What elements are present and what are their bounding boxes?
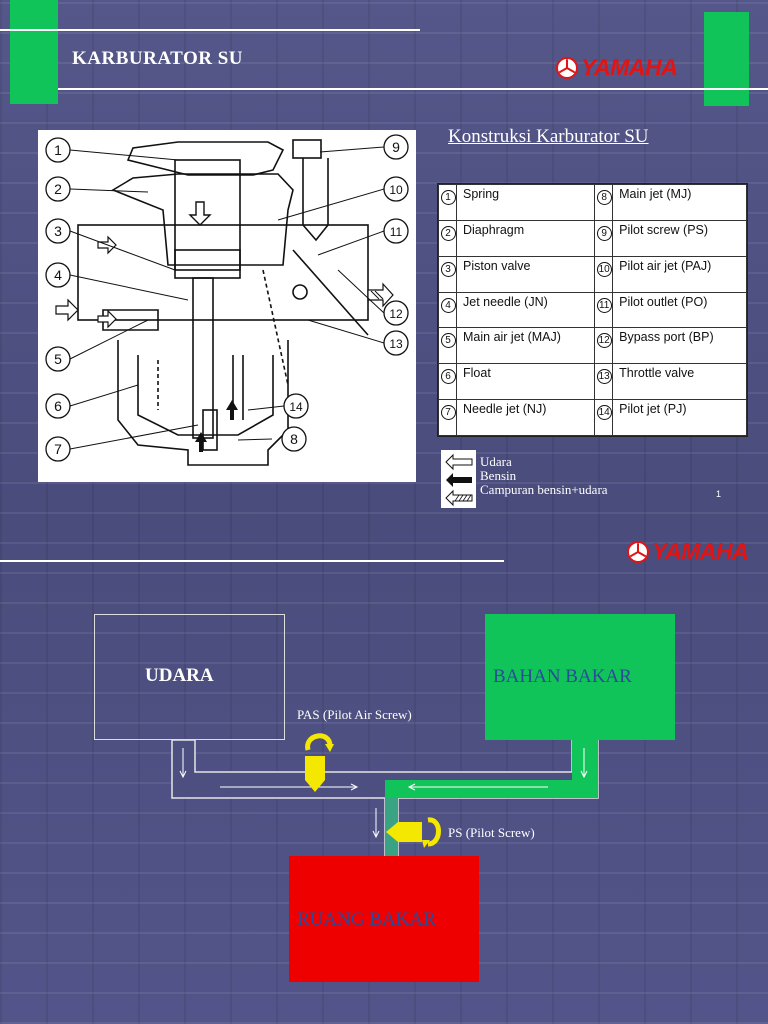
ruang-bakar-label: RUANG BAKAR bbox=[297, 909, 436, 930]
carburetor-diagram: 1 2 3 4 5 6 7 8 9 10 11 12 13 14 bbox=[38, 130, 416, 482]
part-number-badge: 1 bbox=[440, 190, 456, 205]
yamaha-brand: YAMAHA bbox=[556, 54, 678, 81]
part-label: Main air jet (MAJ) bbox=[455, 327, 596, 365]
callout-1: 1 bbox=[54, 142, 62, 158]
part-number-badge: 9 bbox=[596, 225, 612, 241]
part-number-badge: 14 bbox=[596, 405, 612, 421]
part-number-badge: 4 bbox=[440, 297, 456, 313]
callout-14: 14 bbox=[289, 400, 303, 414]
legend-fuel-label: Bensin bbox=[480, 468, 517, 483]
yamaha-wordmark: YAMAHA bbox=[581, 54, 678, 80]
part-number-badge: 7 bbox=[440, 405, 456, 421]
yamaha-tuning-fork-icon bbox=[627, 540, 649, 563]
pas-label: PAS (Pilot Air Screw) bbox=[297, 707, 412, 722]
part-number-badge: 6 bbox=[440, 369, 456, 385]
ruang-bakar-box: RUANG BAKAR bbox=[289, 856, 479, 982]
part-number-badge: 11 bbox=[596, 297, 612, 313]
callout-2: 2 bbox=[54, 181, 62, 197]
callout-3: 3 bbox=[54, 223, 62, 239]
title-bottom-rule bbox=[58, 88, 768, 90]
part-label: Pilot jet (PJ) bbox=[612, 399, 747, 436]
callout-11: 11 bbox=[390, 225, 403, 239]
yamaha-tuning-fork-icon bbox=[556, 56, 578, 79]
bahan-bakar-label: BAHAN BAKAR bbox=[493, 666, 632, 687]
callout-6: 6 bbox=[54, 398, 62, 414]
part-number-badge: 13 bbox=[596, 369, 612, 385]
part-label: Pilot air jet (PAJ) bbox=[612, 255, 747, 293]
part-number-cell: 11 bbox=[594, 291, 614, 329]
part-number-badge: 12 bbox=[596, 333, 612, 349]
flow-legend-icons bbox=[441, 450, 476, 508]
fuel-arrow-icon bbox=[446, 473, 472, 487]
callout-13: 13 bbox=[389, 337, 403, 351]
part-label: Bypass port (BP) bbox=[612, 327, 747, 365]
part-label: Pilot screw (PS) bbox=[612, 219, 747, 257]
part-number-cell: 10 bbox=[594, 255, 614, 293]
part-number-cell: 14 bbox=[594, 399, 614, 436]
yamaha-brand-slide2: YAMAHA bbox=[627, 538, 749, 565]
callout-9: 9 bbox=[392, 139, 400, 155]
part-number-cell: 3 bbox=[438, 255, 457, 293]
slide2-rule bbox=[0, 560, 504, 562]
part-number-badge: 5 bbox=[440, 333, 456, 349]
part-number-badge: 10 bbox=[596, 261, 612, 277]
callout-4: 4 bbox=[54, 267, 62, 283]
section-heading: Konstruksi Karburator SU bbox=[448, 126, 649, 147]
slide-title: KARBURATOR SU bbox=[72, 48, 244, 69]
pilot-screw-icon bbox=[386, 817, 441, 848]
callout-8: 8 bbox=[290, 431, 298, 447]
part-label: Float bbox=[455, 363, 596, 401]
udara-label: UDARA bbox=[145, 665, 214, 686]
bahan-bakar-box: BAHAN BAKAR bbox=[485, 614, 675, 740]
part-number-badge: 8 bbox=[596, 190, 612, 205]
ps-label: PS (Pilot Screw) bbox=[448, 825, 535, 840]
title-top-rule bbox=[0, 29, 420, 31]
part-number-badge: 2 bbox=[440, 225, 456, 241]
part-label: Pilot outlet (PO) bbox=[612, 291, 747, 329]
callout-5: 5 bbox=[54, 351, 62, 367]
yamaha-wordmark: YAMAHA bbox=[652, 538, 749, 564]
pilot-air-screw-icon bbox=[305, 733, 334, 792]
air-arrow-icon bbox=[445, 453, 473, 471]
callout-12: 12 bbox=[389, 307, 403, 321]
part-number-badge: 3 bbox=[440, 261, 456, 277]
part-label: Needle jet (NJ) bbox=[455, 399, 596, 436]
legend-air-label: Udara bbox=[480, 454, 512, 469]
part-label: Piston valve bbox=[455, 255, 596, 293]
top-left-accent-bar bbox=[10, 0, 58, 104]
callout-7: 7 bbox=[54, 441, 62, 457]
callout-10: 10 bbox=[389, 183, 403, 197]
flow-legend-labels: Udara Bensin Campuran bensin+udara bbox=[480, 455, 608, 497]
udara-box: UDARA bbox=[94, 614, 285, 740]
legend-mix-label: Campuran bensin+udara bbox=[480, 482, 608, 497]
page-number: 1 bbox=[716, 489, 722, 499]
carburetor-cross-section: 1 2 3 4 5 6 7 8 9 10 11 12 13 14 bbox=[45, 134, 409, 466]
mixture-arrow-icon bbox=[445, 489, 473, 507]
top-right-accent-bar bbox=[704, 12, 749, 106]
part-number-cell: 9 bbox=[594, 219, 614, 257]
part-label: Throttle valve bbox=[612, 363, 747, 401]
